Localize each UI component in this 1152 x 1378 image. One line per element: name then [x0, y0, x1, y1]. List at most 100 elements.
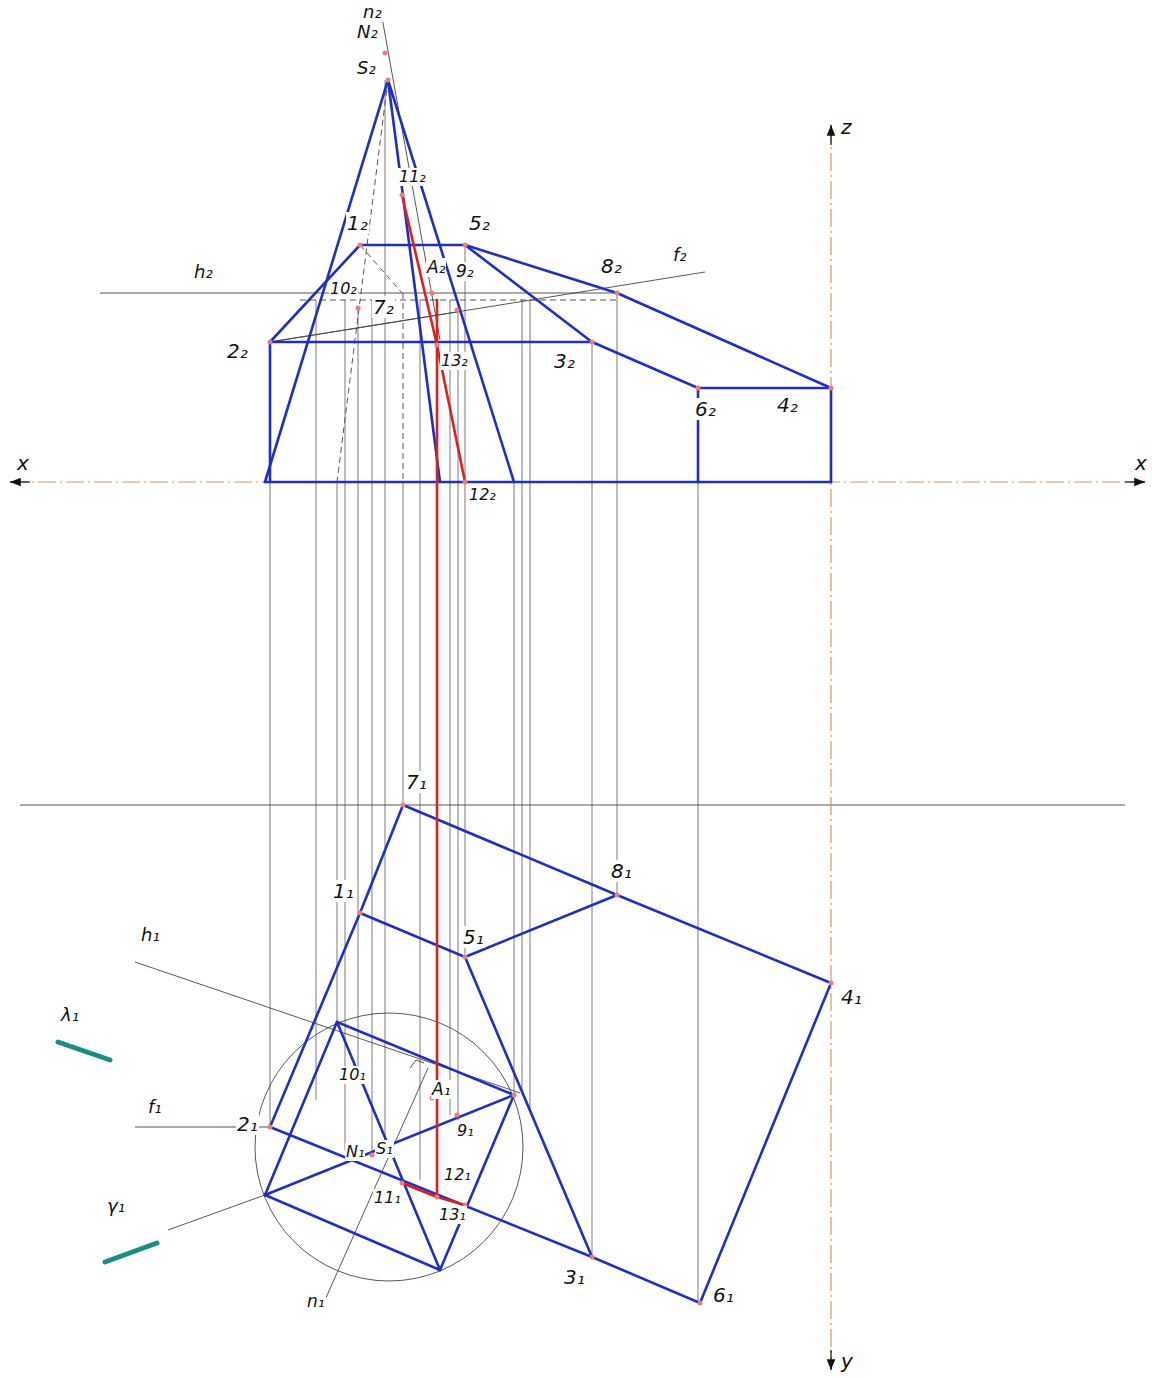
point-dot — [615, 893, 620, 898]
construction-line — [100, 293, 617, 294]
object-edge — [592, 1257, 700, 1303]
object-edge — [617, 895, 831, 983]
point-label: f₂ — [672, 245, 688, 265]
point-label: 8₂ — [600, 255, 623, 277]
point-dot — [455, 1113, 460, 1118]
point-label: N₁ — [345, 1143, 365, 1161]
point-label: h₂ — [193, 262, 214, 282]
projection-line — [385, 80, 386, 1150]
point-label: 4₁ — [840, 986, 863, 1008]
object-edge — [700, 983, 831, 1303]
point-dot — [358, 243, 363, 248]
object-edge — [592, 342, 698, 388]
point-dot — [268, 340, 273, 345]
construction-line — [20, 805, 1125, 806]
point-label: λ₁ — [60, 1005, 80, 1025]
point-dot — [829, 981, 834, 986]
projection-line — [420, 300, 421, 1180]
section-line — [402, 1183, 437, 1197]
projection-line — [372, 300, 373, 1155]
construction-line — [270, 272, 705, 342]
point-label: 9₁ — [456, 1122, 475, 1140]
projection-line — [450, 300, 451, 1115]
construction-line — [270, 312, 457, 342]
object-edge — [269, 342, 272, 482]
projection-line — [358, 308, 359, 1075]
axis-line — [830, 125, 831, 1370]
projection-line — [522, 300, 523, 1093]
point-label: 8₁ — [610, 860, 633, 882]
hidden-line — [403, 293, 404, 482]
point-label: 1₂ — [346, 212, 369, 234]
point-label: n₂ — [362, 2, 383, 22]
point-dot — [400, 193, 405, 198]
object-edge — [360, 913, 465, 957]
object-edge — [465, 245, 617, 293]
hidden-line — [360, 245, 402, 293]
point-label: 5₂ — [468, 212, 491, 234]
axis-arrow — [10, 481, 30, 482]
point-dot — [435, 1195, 440, 1200]
point-dot — [615, 291, 620, 296]
point-label: x — [1134, 452, 1148, 474]
projection-line — [345, 300, 346, 1150]
point-dot — [463, 955, 468, 960]
projection-line — [592, 342, 593, 1257]
construction-line — [381, 12, 440, 340]
object-edge — [265, 481, 831, 484]
axis-arrow — [1125, 481, 1145, 482]
object-edge — [360, 805, 403, 913]
point-label: 4₂ — [776, 394, 799, 416]
point-dot — [512, 1093, 517, 1098]
point-label: 11₁ — [373, 1189, 402, 1207]
construction-line — [416, 1060, 424, 1063]
point-label: 11₂ — [398, 168, 427, 186]
point-dot — [358, 911, 363, 916]
point-dot — [829, 386, 834, 391]
point-label: γ₁ — [106, 1196, 126, 1216]
object-edge — [830, 388, 833, 482]
object-edge — [265, 1095, 514, 1195]
object-edge — [270, 245, 360, 342]
point-dot — [696, 386, 701, 391]
construction-line — [410, 1060, 416, 1068]
point-label: f₁ — [147, 1097, 163, 1117]
projection-line — [530, 300, 531, 1110]
object-edge — [698, 387, 831, 390]
object-edge — [403, 805, 617, 895]
point-dot — [463, 243, 468, 248]
object-edge — [270, 1127, 592, 1257]
point-label: 7₁ — [405, 771, 428, 793]
point-dot — [463, 480, 468, 485]
base-circle — [255, 1013, 523, 1281]
object-edge — [270, 341, 592, 344]
point-label: 9₂ — [455, 262, 475, 281]
hidden-line — [300, 300, 617, 301]
object-edge — [465, 245, 592, 342]
object-edge — [337, 1022, 440, 1270]
point-label: 1₁ — [332, 880, 355, 902]
point-label: 12₁ — [443, 1166, 472, 1184]
point-dot — [435, 343, 440, 348]
point-dot — [590, 340, 595, 345]
projection-line — [337, 482, 338, 1022]
point-label: y — [840, 1350, 854, 1372]
axis-arrow — [830, 1350, 831, 1370]
point-label: 3₂ — [553, 350, 576, 372]
point-label: n₁ — [306, 1292, 326, 1311]
point-dot — [430, 291, 435, 296]
section-line — [436, 300, 439, 1197]
point-label: 10₂ — [329, 280, 358, 298]
point-label: 7₂ — [372, 296, 395, 318]
point-label: A₂ — [426, 258, 446, 277]
plane-trace-mark — [105, 1243, 157, 1262]
point-label: x — [16, 452, 30, 474]
point-label: h₁ — [140, 925, 161, 945]
point-dot — [356, 306, 361, 311]
plane-trace-mark — [58, 1042, 110, 1060]
object-edge — [270, 913, 360, 1127]
projection-line — [514, 482, 515, 1095]
point-label: A₁ — [431, 1080, 451, 1099]
point-label: 6₂ — [694, 398, 717, 420]
point-dot — [386, 78, 391, 83]
